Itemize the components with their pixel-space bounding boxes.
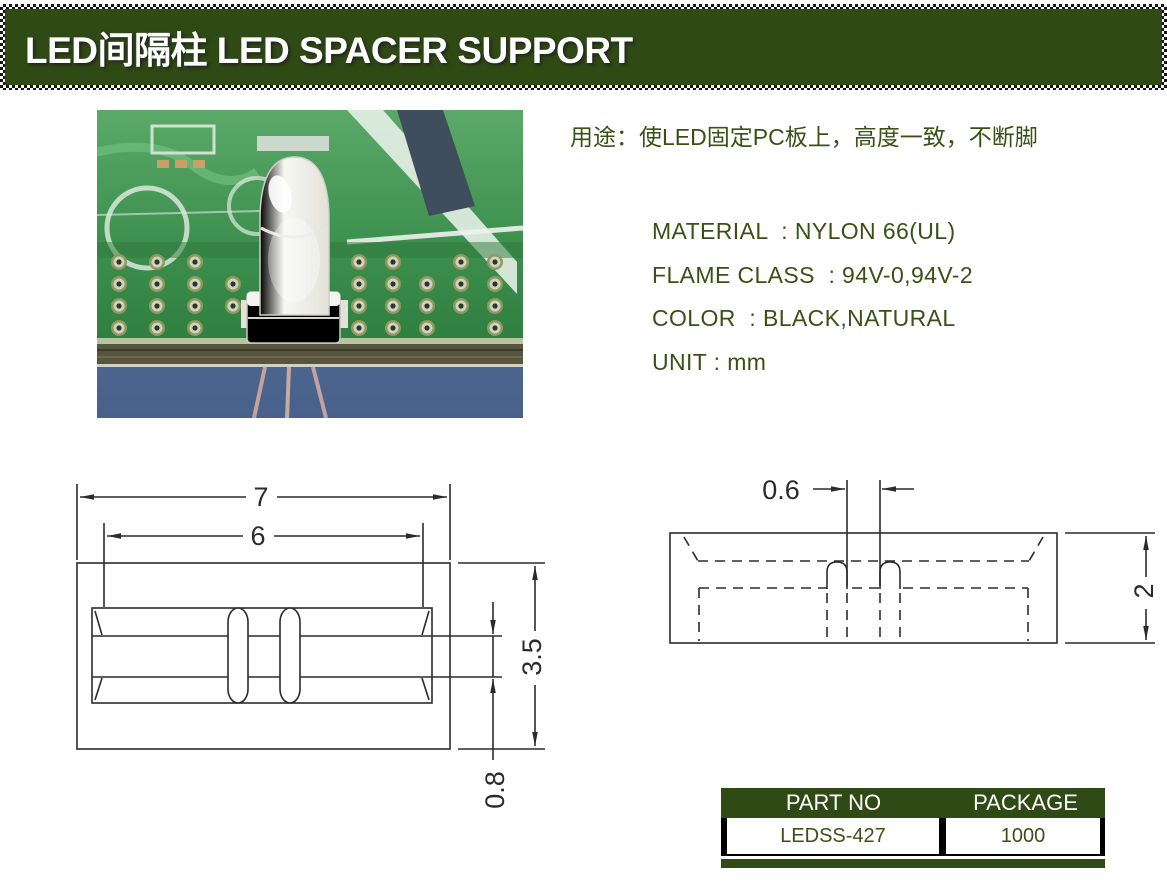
dim-height-label: 3.5 bbox=[517, 638, 547, 676]
parts-table-header-package: PACKAGE bbox=[973, 790, 1078, 815]
dim-outer-width-label: 7 bbox=[253, 482, 268, 512]
parts-table-header-part-no: PART NO bbox=[785, 790, 882, 815]
spec-line-flame-class: FLAME CLASS : 94V-0,94V-2 bbox=[652, 261, 974, 288]
spec-list: MATERIAL : NYLON 66(UL) FLAME CLASS : 94… bbox=[652, 210, 973, 384]
product-photo bbox=[97, 110, 523, 418]
part-no-value: LEDSS-427 bbox=[727, 818, 946, 854]
spec-line-material: MATERIAL : NYLON 66(UL) bbox=[652, 218, 956, 244]
header-bar: LED间隔柱 LED SPACER SUPPORT bbox=[5, 9, 1162, 85]
front-view-drawing: 7 6 3.5 0.8 bbox=[76, 482, 547, 809]
spec-line-unit: UNIT : mm bbox=[652, 348, 767, 375]
parts-table: PART NO PACKAGE LEDSS-427 1000 bbox=[721, 788, 1105, 868]
dim-slot-gap-label: 0.6 bbox=[762, 475, 800, 505]
side-view-drawing: 0.6 2 bbox=[669, 475, 1159, 644]
dim-thickness-label: 2 bbox=[1129, 583, 1159, 598]
spec-line-color: COLOR : BLACK,NATURAL bbox=[652, 305, 956, 331]
dim-inner-width-label: 6 bbox=[250, 521, 265, 551]
package-value: 1000 bbox=[946, 818, 1100, 854]
product-photo-graphic bbox=[97, 110, 523, 418]
parts-table-bottom-strip bbox=[721, 859, 1105, 868]
usage-note: 用途：使LED固定PC板上，高度一致，不断脚 bbox=[570, 124, 1038, 150]
parts-table-header-row: PART NO PACKAGE bbox=[721, 788, 1105, 818]
page-header: LED间隔柱 LED SPACER SUPPORT bbox=[0, 4, 1167, 90]
dim-rib-spacing-label: 0.8 bbox=[480, 771, 510, 809]
page-title: LED间隔柱 LED SPACER SUPPORT bbox=[25, 30, 633, 71]
parts-table-data-row: LEDSS-427 1000 bbox=[721, 818, 1105, 856]
